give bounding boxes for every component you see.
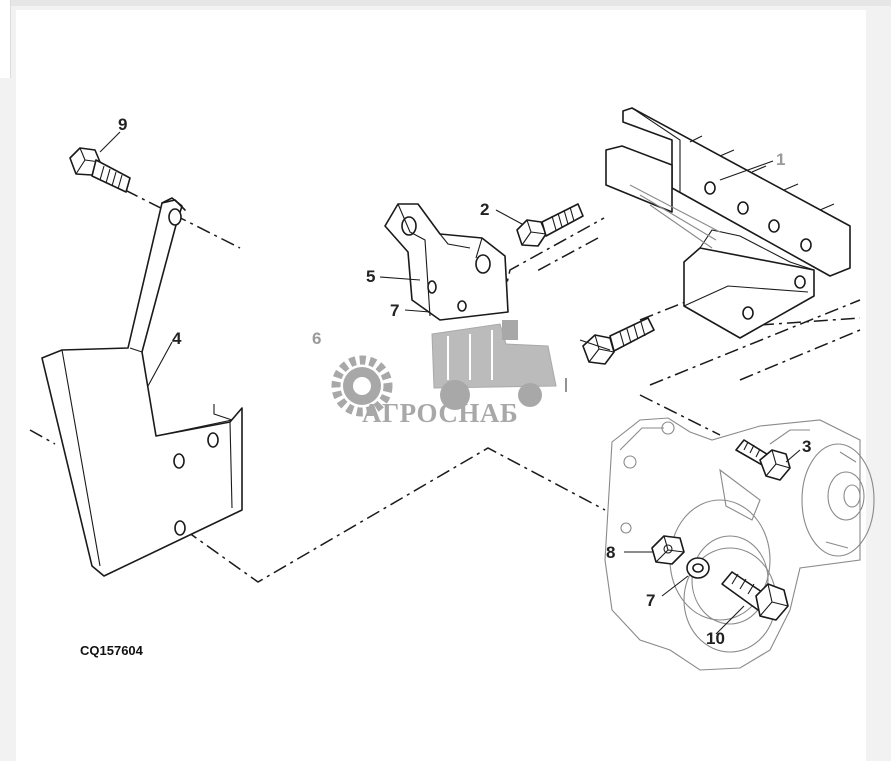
part-2-bolt (516, 203, 584, 247)
gear-housing (604, 417, 875, 671)
callout-9: 9 (118, 115, 127, 134)
combine-harvester-icon (431, 320, 557, 410)
top-strip (0, 0, 891, 6)
part-6-bolt (582, 317, 655, 365)
figure-code: CQ157604 (80, 643, 144, 658)
callout-10: 10 (706, 629, 725, 648)
part-3-bolt (735, 439, 791, 481)
callout-3: 3 (802, 437, 811, 456)
callout-4: 4 (172, 329, 182, 348)
watermark-logo: ООО АГРОСНАБ (331, 320, 567, 428)
callout-6: 6 (312, 329, 321, 348)
left-tab (0, 0, 11, 78)
callout-8: 8 (606, 543, 615, 562)
callout-7-bottom: 7 (646, 591, 655, 610)
part-5-hinge-bracket (384, 203, 509, 321)
part-10-bolt (721, 571, 789, 621)
callout-7-top: 7 (390, 301, 399, 320)
part-4-bracket (41, 197, 243, 577)
watermark-name: АГРОСНАБ (362, 398, 518, 428)
callout-5: 5 (366, 267, 375, 286)
gear-logo-icon (331, 355, 393, 417)
part-7-washer (686, 557, 710, 579)
leader-lines (99, 131, 801, 635)
part-1-frame-bracket (605, 107, 851, 339)
callout-labels: 9 1 2 5 7 4 6 3 8 7 10 CQ157604 (80, 115, 811, 658)
part-8-nut (651, 535, 685, 565)
callout-1: 1 (776, 150, 785, 169)
part-9-bolt (69, 147, 131, 193)
watermark-prefix: ООО (443, 383, 469, 395)
callout-2: 2 (480, 200, 489, 219)
